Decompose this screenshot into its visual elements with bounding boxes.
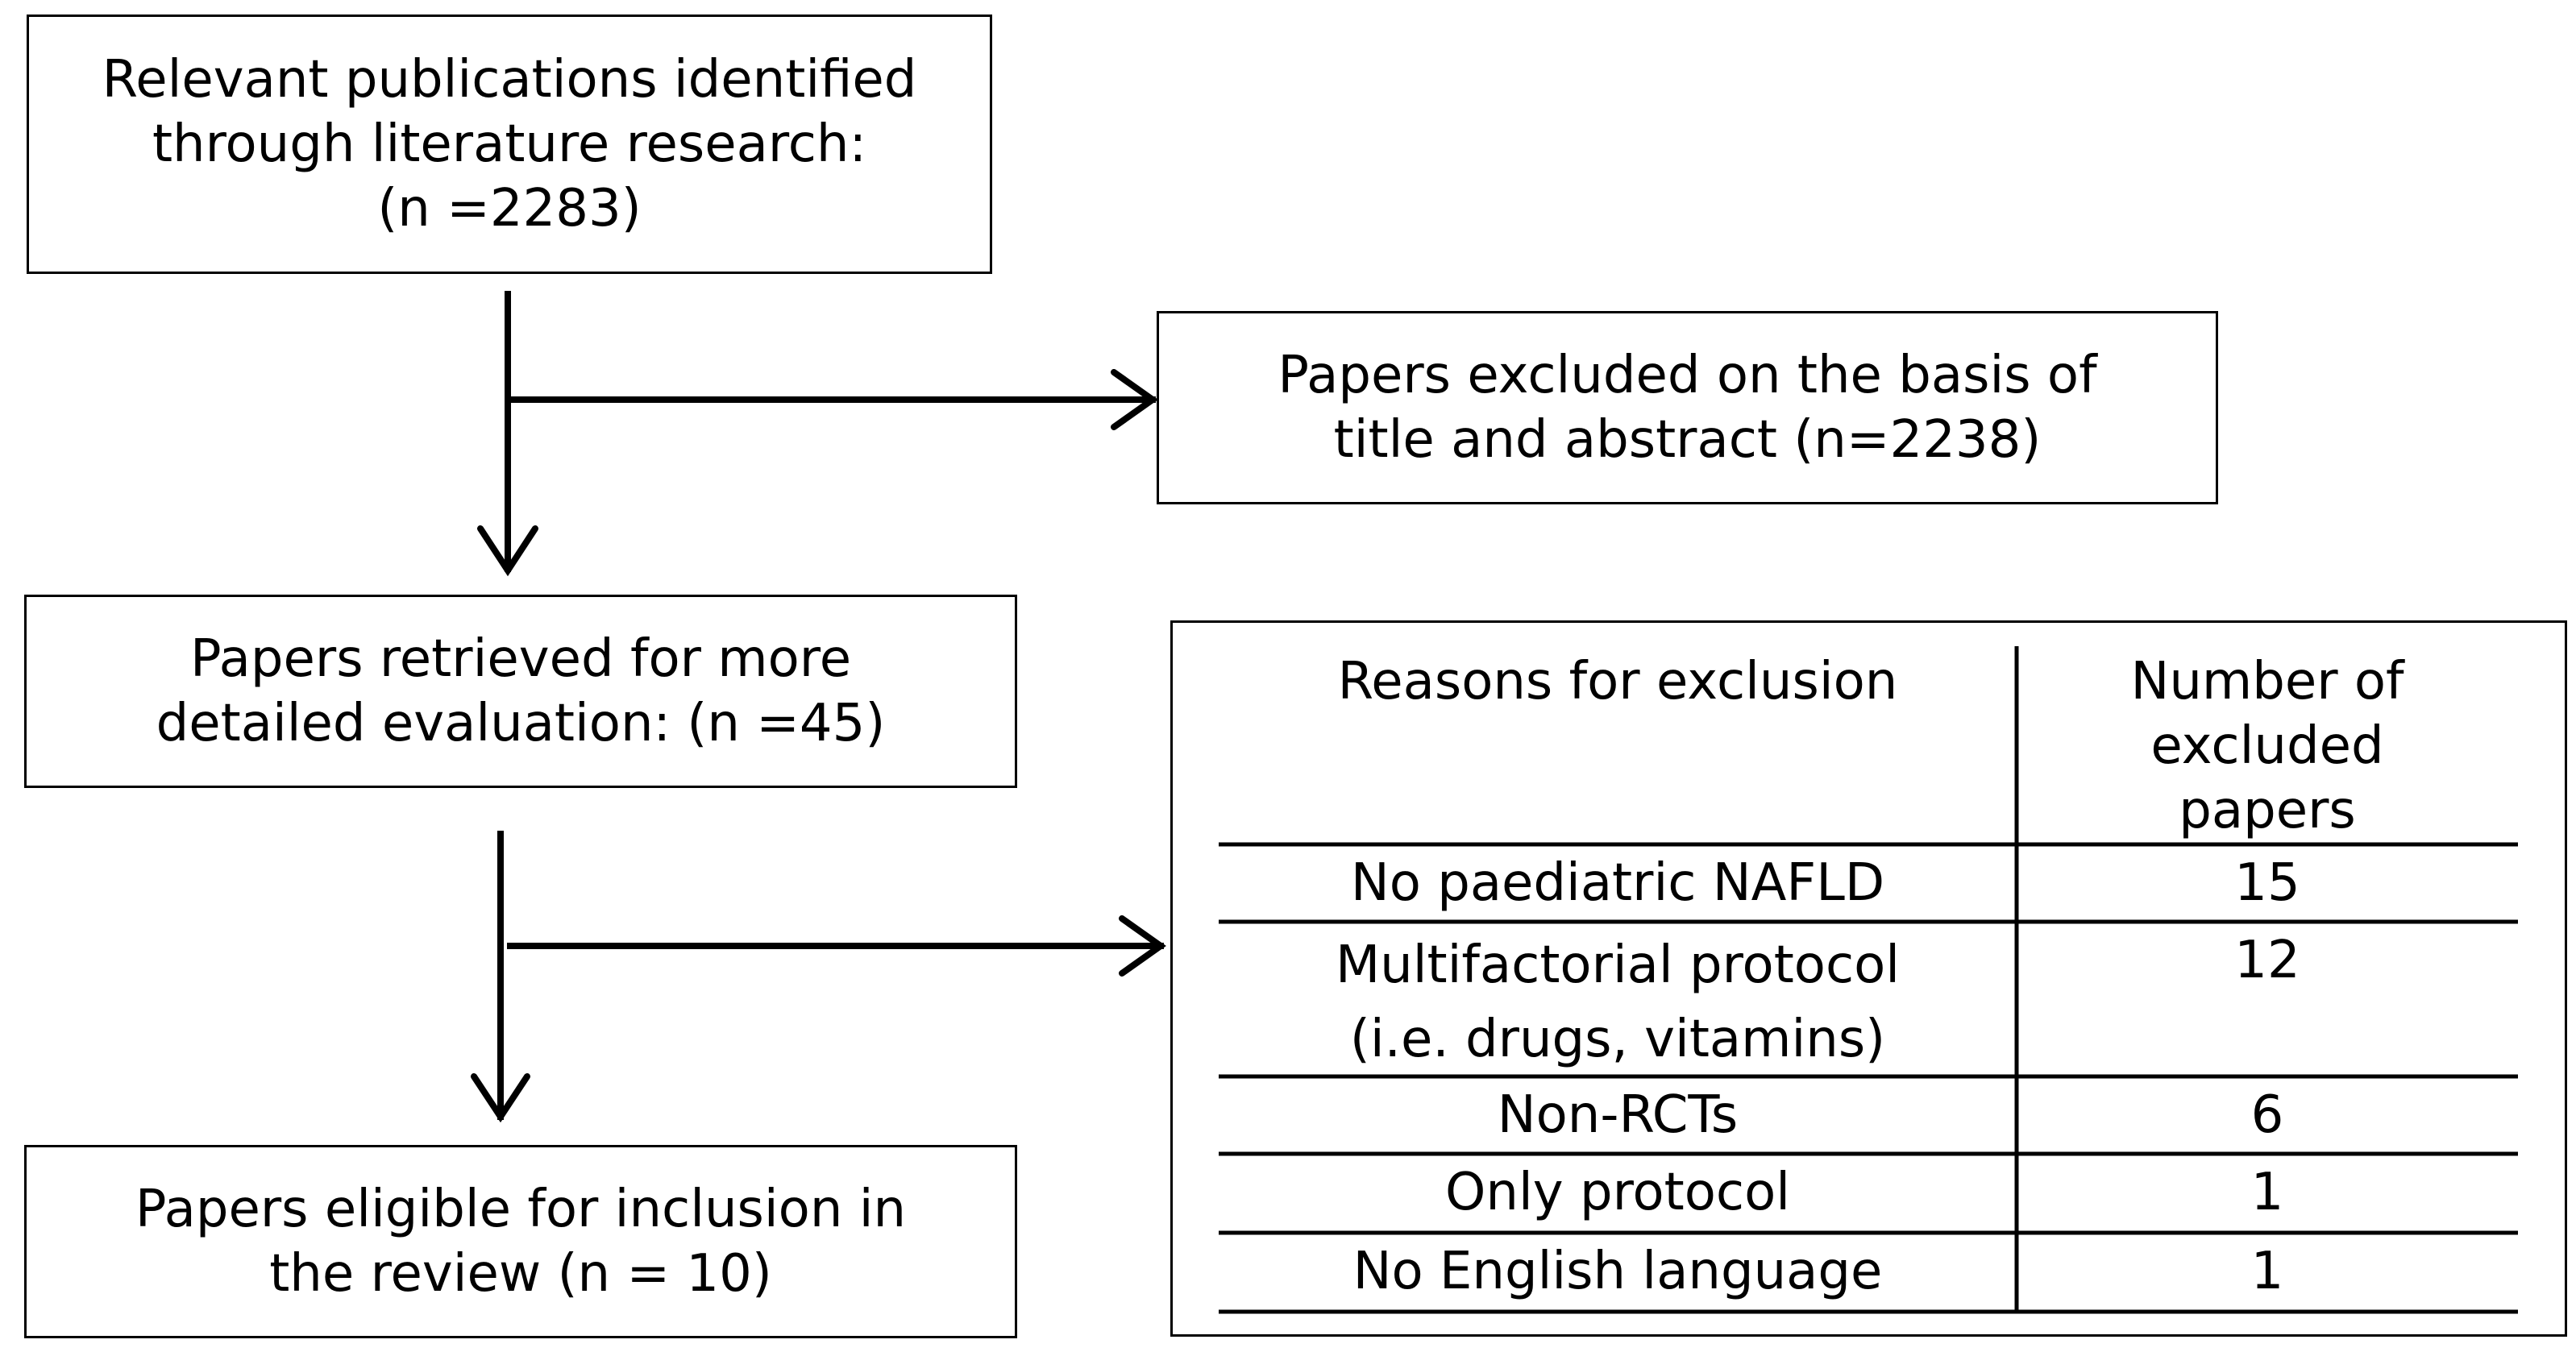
exclusion-table-box [1170, 620, 2567, 1337]
table-row-2-reason-line2: (i.e. drugs, vitamins) [1349, 1010, 1886, 1069]
arrow-down-1-head [477, 525, 538, 577]
box-eligible-line2: the review (n = 10) [269, 1244, 772, 1304]
table-row-5-reason: No English language [1352, 1242, 1883, 1301]
table-row-2-reason: Multifactorial protocol (i.e. drugs, vit… [1219, 928, 2017, 1076]
box-identified-line3: (n =2283) [377, 179, 642, 238]
arrow-right-2-head [1119, 915, 1166, 977]
table-row-4-count: 1 [2250, 1163, 2284, 1222]
box-excluded-title-abstract: Papers excluded on the basis of title an… [1157, 311, 2218, 504]
table-header-count: Number of excluded papers [2017, 649, 2518, 843]
table-row-1-count: 15 [2234, 853, 2300, 913]
table-header-count-line1: Number of [2130, 652, 2404, 711]
box-retrieved-line1: Papers retrieved for more [189, 629, 852, 689]
arrow-down-2-head [471, 1073, 530, 1123]
table-row-3-reason: Non-RCTs [1497, 1085, 1739, 1145]
table-row-3-count: 6 [2250, 1085, 2284, 1145]
box-excluded-line2: title and abstract (n=2238) [1333, 410, 2042, 470]
box-eligible: Papers eligible for inclusion in the rev… [24, 1145, 1017, 1338]
arrow-right-1-head [1111, 369, 1158, 430]
box-retrieved-line2: detailed evaluation: (n =45) [156, 694, 886, 753]
box-retrieved: Papers retrieved for more detailed evalu… [24, 595, 1017, 788]
box-identified-line1: Relevant publications identified [102, 50, 917, 110]
table-header-count-line3: papers [2179, 781, 2356, 840]
table-row-2-count: 12 [2234, 931, 2300, 990]
table-row-5-count: 1 [2250, 1242, 2284, 1301]
table-header-reason: Reasons for exclusion [1337, 652, 1898, 711]
table-row-1-reason: No paediatric NAFLD [1350, 853, 1885, 913]
table-row-2-reason-line1: Multifactorial protocol [1335, 935, 1901, 995]
table-row-4-reason: Only protocol [1445, 1163, 1790, 1222]
box-identified-line2: through literature research: [152, 114, 867, 174]
box-eligible-line1: Papers eligible for inclusion in [135, 1180, 907, 1239]
table-header-count-line2: excluded [2150, 716, 2384, 776]
box-excluded-line1: Papers excluded on the basis of [1278, 346, 2097, 405]
box-identified: Relevant publications identified through… [27, 15, 992, 274]
